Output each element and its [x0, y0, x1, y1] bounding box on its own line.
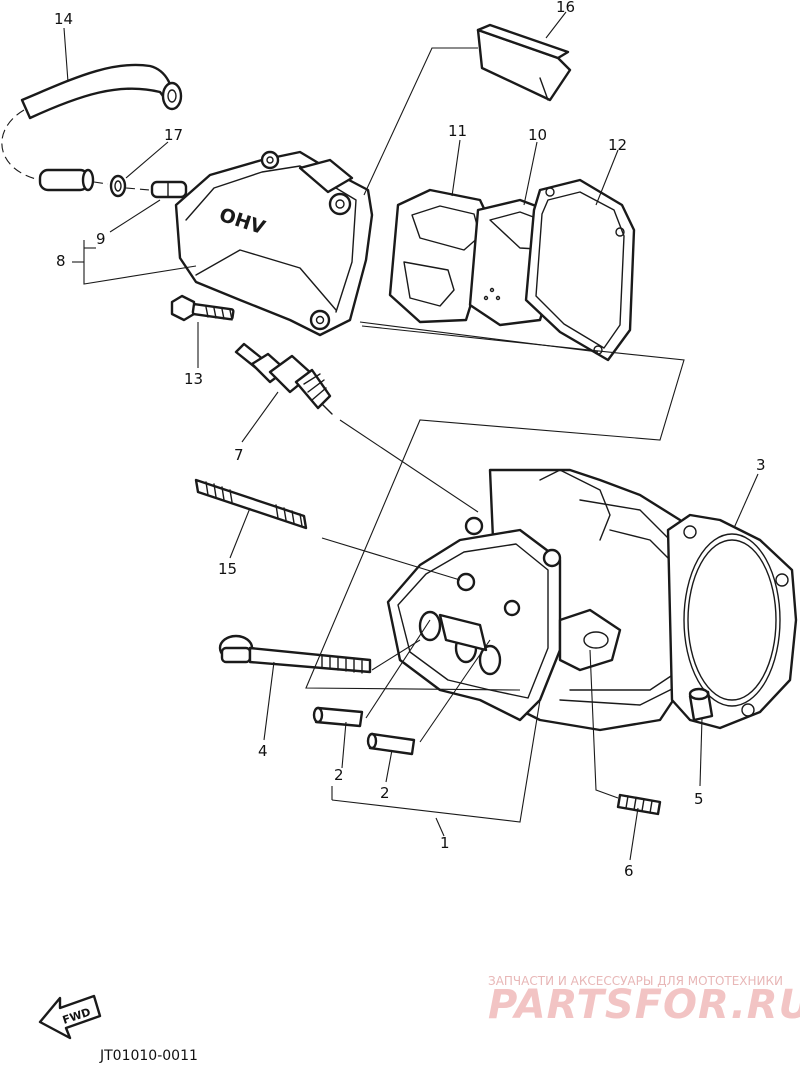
callout-10: 10: [528, 126, 547, 144]
callout-4: 4: [258, 742, 268, 760]
callout-6: 6: [624, 862, 634, 880]
callout-labels: 14 16 17 11 10 12 9 8 13 7 3 15 4 2 2 5 …: [54, 0, 766, 880]
hose-clip: [109, 174, 127, 198]
callout-7: 7: [234, 446, 244, 464]
drawing-code: JT01010-0011: [99, 1048, 198, 1064]
dowel-pin: [688, 687, 714, 722]
forward-arrow: FWD: [38, 994, 102, 1040]
stud-bolt-short: [616, 793, 662, 816]
callout-3: 3: [756, 456, 766, 474]
cover-gasket: [524, 178, 636, 362]
callout-5: 5: [694, 790, 704, 808]
valve-guide-left: [312, 706, 364, 728]
callout-1: 1: [440, 834, 450, 852]
breather-hose: [1, 63, 183, 181]
hose-joint-segment: [38, 168, 109, 192]
stud-bolt-long: [194, 478, 308, 530]
leader-lines: [63, 11, 759, 861]
callout-15: 15: [218, 560, 237, 578]
callout-13: 13: [184, 370, 203, 388]
callout-17: 17: [164, 126, 183, 144]
cover-bolt: [170, 294, 235, 322]
callout-16: 16: [556, 0, 575, 16]
spark-plug: [234, 342, 333, 415]
assembly-lines: [305, 47, 685, 799]
watermark-tagline: ЗАПЧАСТИ И АКСЕССУАРЫ ДЛЯ МОТОТЕХНИКИ: [488, 974, 783, 988]
breather-nipple: [125, 180, 188, 199]
callout-2a: 2: [334, 766, 344, 784]
callout-2b: 2: [380, 784, 390, 802]
head-bolt: [218, 634, 372, 674]
valve-guide-right: [366, 732, 416, 756]
head-cover: OHV: [174, 150, 374, 337]
callout-9: 9: [96, 230, 106, 248]
rubber-damper: [476, 23, 572, 102]
cylinder-head: [386, 468, 702, 732]
callout-8: 8: [56, 252, 66, 270]
watermark: ЗАПЧАСТИ И АКСЕССУАРЫ ДЛЯ МОТОТЕХНИКИ PA…: [488, 974, 800, 1028]
callout-12: 12: [608, 136, 627, 154]
watermark-brand: PARTSFOR.RU: [488, 982, 800, 1028]
callout-14: 14: [54, 10, 73, 28]
head-gasket: [666, 513, 798, 730]
callout-11: 11: [448, 122, 467, 140]
